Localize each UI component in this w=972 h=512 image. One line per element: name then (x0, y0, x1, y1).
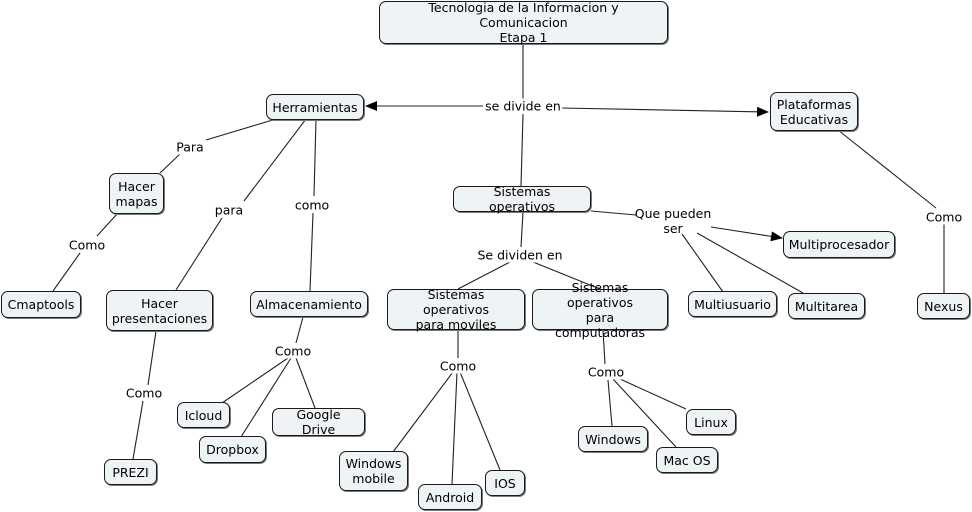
edge-como-to-linux (619, 378, 687, 410)
node-plataformas-educativas[interactable]: Plataformas Educativas (770, 92, 858, 131)
edge-para2-to-presentaciones (175, 217, 223, 291)
edge-como-to-icloud (221, 357, 289, 404)
link-label-como-storage: Como (273, 343, 313, 359)
link-label-para-mapas: Para (175, 139, 205, 155)
node-google-drive[interactable]: Google Drive (272, 407, 365, 437)
link-label-como-cmaptools: Como (67, 237, 107, 253)
node-icloud[interactable]: Icloud (177, 402, 230, 428)
edge-que-to-multiusuario (681, 233, 724, 293)
node-multiusuario[interactable]: Multiusuario (688, 291, 777, 317)
link-label-se-dividen-en: Se dividen en (476, 247, 564, 263)
node-sistemas-operativos[interactable]: Sistemas operativos (453, 184, 591, 214)
edge-pres-to-como (147, 330, 157, 386)
link-label-como-prezi: Como (124, 385, 164, 401)
link-label-que-pueden-ser: Que pueden ser (634, 206, 712, 236)
link-label-como-nexus: Como (924, 209, 964, 225)
edge-como-to-wmobile (392, 371, 454, 453)
node-multiprocesador[interactable]: Multiprocesador (783, 231, 895, 258)
edge-que-to-multitarea (696, 232, 804, 294)
root-node[interactable]: Tecnologia de la Informacion y Comunicac… (379, 0, 668, 45)
edge-como-to-android (451, 371, 458, 485)
edge-herr-to-para2 (243, 118, 307, 202)
edge-como-to-prezi (132, 400, 144, 460)
node-android[interactable]: Android (418, 484, 482, 510)
edge-alm-to-como (295, 316, 304, 344)
node-herramientas[interactable]: Herramientas (266, 94, 364, 120)
link-label-se-divide-en: se divide en (484, 98, 562, 114)
edge-como-to-cmaptools (52, 252, 81, 292)
node-hacer-presentaciones[interactable]: Hacer presentaciones (106, 290, 213, 331)
node-dropbox[interactable]: Dropbox (199, 436, 266, 463)
edge-label-to-moviles (457, 261, 511, 290)
link-label-para-presentaciones: para (213, 202, 245, 218)
link-label-como-moviles: Como (438, 358, 478, 374)
node-multitarea[interactable]: Multitarea (788, 293, 865, 319)
edge-label-to-plataformas (560, 106, 769, 117)
edge-sis-to-que (590, 210, 637, 216)
node-almacenamiento[interactable]: Almacenamiento (250, 291, 368, 317)
edge-como-to-macos (612, 378, 677, 448)
node-so-computadoras[interactable]: Sistemas operativos para computadoras (532, 280, 668, 340)
edge-herr-to-como (313, 118, 317, 197)
node-hacer-mapas[interactable]: Hacer mapas (109, 173, 164, 214)
edge-label-to-computadoras (532, 261, 601, 290)
node-nexus[interactable]: Nexus (917, 293, 970, 319)
node-ios[interactable]: IOS (485, 470, 525, 496)
edge-como-to-dropbox (240, 357, 292, 438)
link-label-como-computadoras: Como (586, 364, 626, 380)
edge-que-to-multiproc (710, 226, 783, 242)
link-label-como-almacenamiento: como (293, 197, 331, 213)
edge-como-to-ios (459, 371, 501, 471)
node-so-moviles[interactable]: Sistemas operativos para moviles (387, 287, 525, 332)
edge-como-to-almacenamiento (309, 212, 314, 292)
node-windows-mobile[interactable]: Windows mobile (339, 451, 408, 491)
edge-para-to-mapas (159, 153, 181, 174)
node-windows[interactable]: Windows (578, 426, 648, 452)
node-mac-os[interactable]: Mac OS (656, 447, 718, 473)
edge-como-to-windows (607, 379, 613, 427)
node-prezi[interactable]: PREZI (104, 459, 157, 485)
edge-mapas-to-como (96, 213, 118, 237)
edge-label-to-sistemas (520, 113, 524, 187)
edge-comp-to-como (602, 329, 606, 365)
node-linux[interactable]: Linux (686, 409, 736, 435)
edge-herr-to-para (205, 118, 277, 141)
node-cmaptools[interactable]: Cmaptools (1, 291, 81, 318)
edge-como-to-gdrive (295, 357, 316, 409)
edge-sis-to-label (520, 211, 524, 248)
edge-plat-to-como (837, 129, 937, 209)
